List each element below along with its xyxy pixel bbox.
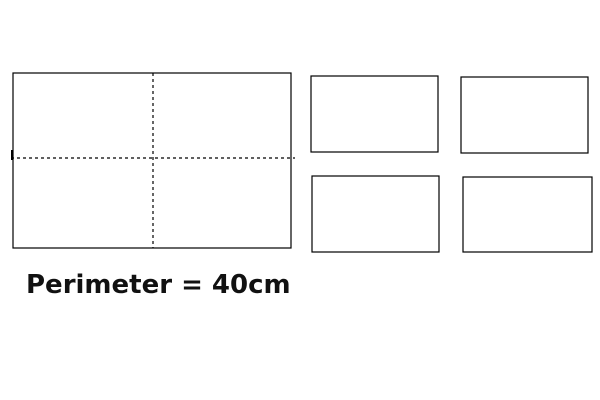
pieces-group [310, 75, 593, 253]
piece-bottom-right [462, 176, 593, 253]
perimeter-caption: Perimeter = 40cm [26, 270, 291, 300]
whole-rectangle [11, 72, 295, 249]
piece-top-right [460, 76, 589, 154]
whole-rectangle-outline [12, 72, 292, 249]
piece-top-left [310, 75, 439, 153]
piece-bottom-left [311, 175, 440, 253]
